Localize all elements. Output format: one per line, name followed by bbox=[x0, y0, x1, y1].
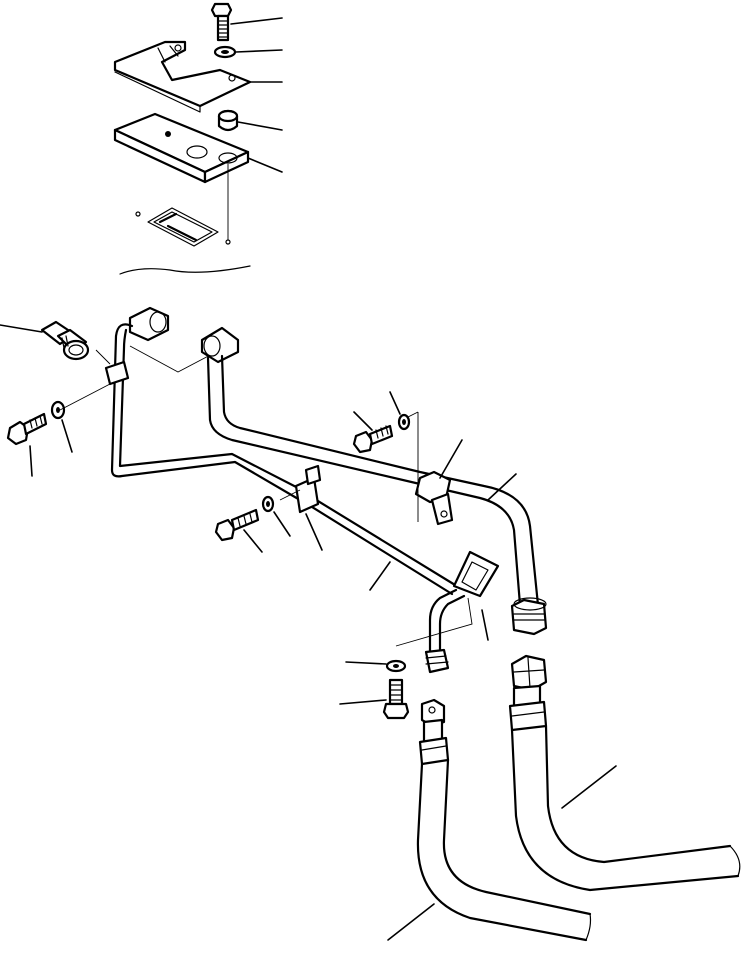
lower-bolt bbox=[339, 678, 410, 720]
pressure-switch-sensor bbox=[0, 320, 90, 361]
hose-right bbox=[508, 654, 741, 892]
bracket-plate bbox=[113, 40, 283, 113]
middle-bolt-right bbox=[352, 391, 411, 454]
left-bolt-washer bbox=[6, 400, 73, 477]
lower-washer bbox=[345, 659, 407, 673]
top-bolt bbox=[210, 2, 283, 42]
middle-bolt-left bbox=[214, 489, 323, 553]
tube-assembly-left bbox=[59, 306, 304, 502]
spacer-collar bbox=[217, 109, 283, 132]
floor-cutout bbox=[119, 207, 251, 275]
leader-bolt bbox=[230, 17, 283, 25]
tube-assembly-center bbox=[294, 464, 500, 674]
hose-left bbox=[387, 698, 592, 942]
top-washer bbox=[213, 45, 283, 59]
tube-assembly-right bbox=[200, 326, 548, 636]
mounting-block bbox=[113, 112, 283, 245]
top-mounting-group bbox=[113, 2, 283, 275]
